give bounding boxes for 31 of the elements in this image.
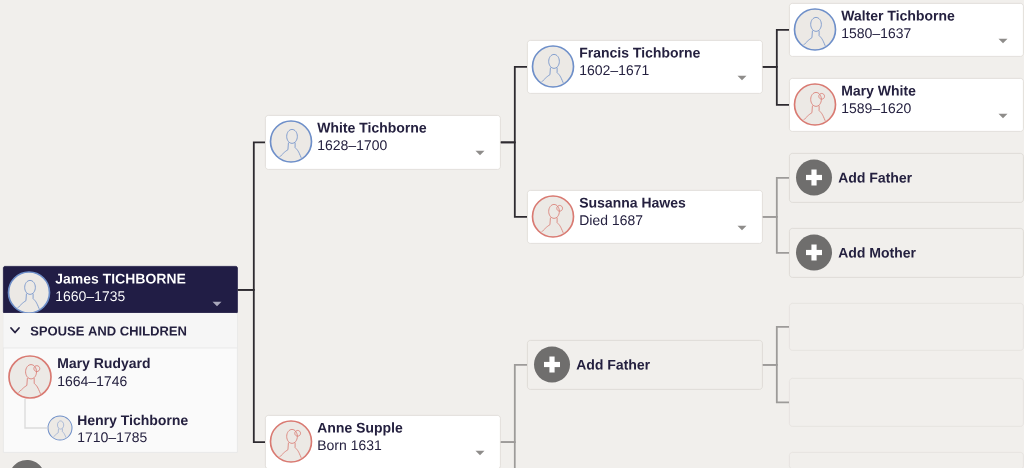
person-card <box>527 190 763 244</box>
life-dates: 1580–1637 <box>842 28 911 39</box>
person-card <box>789 78 1024 132</box>
person-name: James TICHBORNE <box>55 273 186 284</box>
life-dates: Born 1631 <box>318 440 382 451</box>
empty-slot <box>789 303 1024 351</box>
person-card <box>3 266 238 314</box>
life-dates: 1628–1700 <box>318 140 387 151</box>
life-dates: 1589–1620 <box>842 103 911 114</box>
person-card <box>265 115 501 170</box>
person-card <box>265 415 501 468</box>
person-name: Mary Rudyard <box>58 357 150 371</box>
person-name: Anne Supple <box>317 422 403 436</box>
life-dates: 1660–1735 <box>56 291 125 302</box>
person-name: White Tichborne <box>317 122 427 133</box>
person-name: Walter Tichborne <box>841 10 955 21</box>
empty-slot <box>789 378 1024 427</box>
person-name: Francis Tichborne <box>580 47 700 58</box>
life-dates: Died 1687 <box>580 214 643 226</box>
section-heading: SPOUSE AND CHILDREN <box>30 326 187 336</box>
add-button: Add Father <box>527 340 763 390</box>
life-dates: 1664–1746 <box>58 376 127 387</box>
life-dates: 1710–1785 <box>78 432 147 443</box>
add-button: Add Mother <box>789 228 1024 278</box>
person-name: Mary White <box>842 85 916 99</box>
person-card <box>789 3 1024 57</box>
person-name: Henry Tichborne <box>78 414 188 428</box>
add-button: Add Father <box>789 153 1024 203</box>
life-dates: 1602–1671 <box>580 65 649 76</box>
person-name: Susanna Hawes <box>579 197 686 208</box>
person-card <box>527 40 763 94</box>
